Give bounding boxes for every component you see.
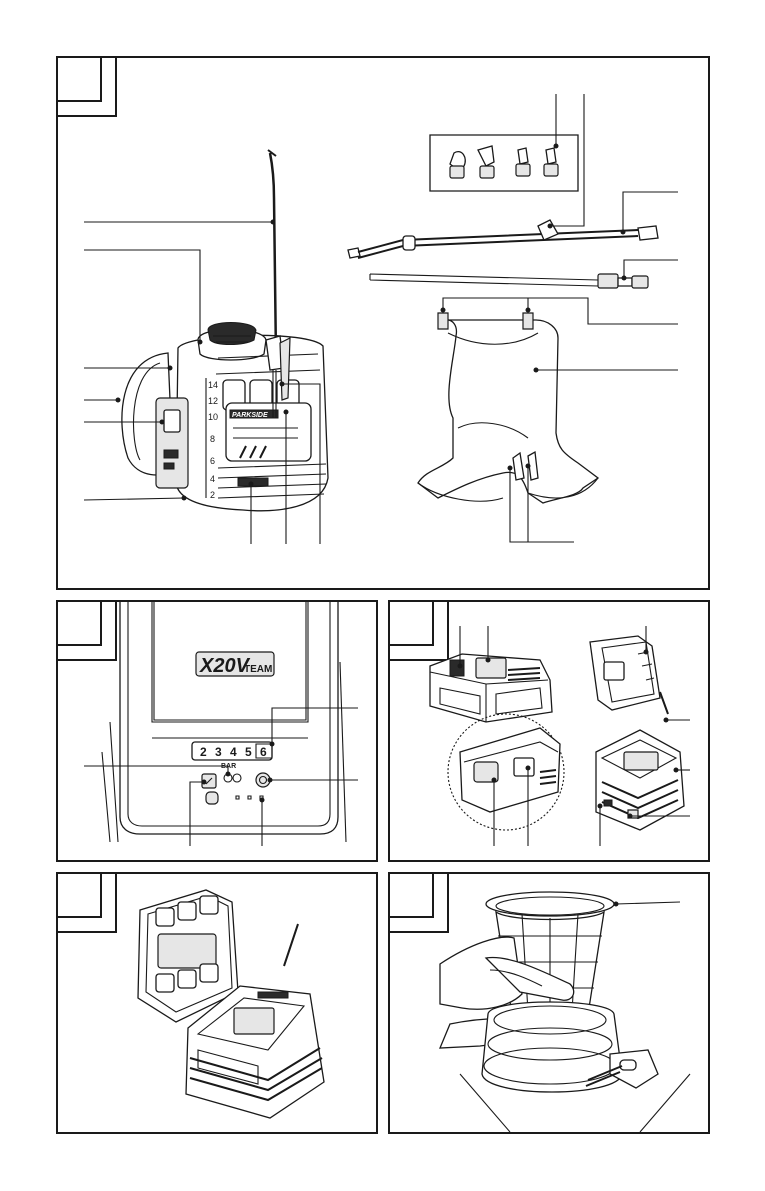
- figure-3-illustration: [390, 602, 708, 860]
- pressure-level-4[interactable]: 4: [230, 745, 237, 759]
- scale-tick-12: 12: [208, 396, 218, 406]
- logo-team-text: TEAM: [244, 664, 272, 675]
- battery-pack-side-drawing: [590, 636, 660, 710]
- figure-5-illustration: [390, 874, 708, 1132]
- battery-indicator-closeup: [448, 714, 564, 830]
- figure-1-panel: PARKSIDE 14 12 10 8 6 4 2: [56, 56, 710, 590]
- sprayer-backpack-drawing: PARKSIDE 14 12 10 8 6 4 2: [122, 150, 328, 511]
- figure-5-panel: [388, 872, 710, 1134]
- scale-tick-14: 14: [208, 380, 218, 390]
- charger-drawing: [596, 692, 684, 830]
- shoulder-harness-drawing: [418, 313, 598, 503]
- logo-x20v-text: X20V: [199, 655, 251, 677]
- scale-tick-10: 10: [208, 412, 218, 422]
- figure-4-illustration: [58, 874, 376, 1132]
- x20v-team-logo: X20V TEAM: [196, 652, 274, 677]
- scale-tick-4: 4: [210, 474, 215, 484]
- figure-3-panel: [388, 600, 710, 862]
- spray-hose-drawing: [348, 220, 658, 258]
- battery-brand-label: PARKSIDE: [232, 412, 268, 419]
- figure-2-illustration: X20V TEAM 2 3 4 5 6 BAR: [58, 602, 376, 860]
- scale-tick-2: 2: [210, 490, 215, 500]
- figure-2-panel: X20V TEAM 2 3 4 5 6 BAR: [56, 600, 378, 862]
- scale-tick-8: 8: [210, 434, 215, 444]
- figure-4-panel: [56, 872, 378, 1134]
- pressure-level-3[interactable]: 3: [215, 745, 222, 759]
- figure-1-illustration: PARKSIDE 14 12 10 8 6 4 2: [58, 58, 708, 588]
- battery-pack-drawing: [430, 654, 552, 722]
- pressure-level-2[interactable]: 2: [200, 745, 207, 759]
- pressure-level-6[interactable]: 6: [260, 745, 267, 759]
- scale-tick-6: 6: [210, 456, 215, 466]
- extension-tube-drawing: [370, 274, 648, 288]
- pressure-level-5[interactable]: 5: [245, 745, 252, 759]
- tank-icon: [206, 792, 218, 804]
